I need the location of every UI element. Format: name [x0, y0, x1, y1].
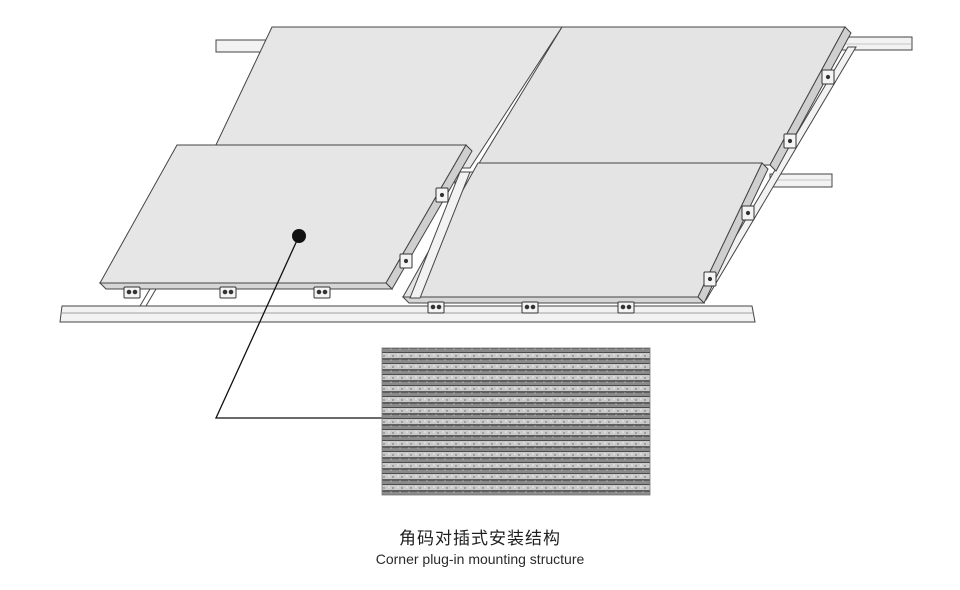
rail-center-gap	[409, 171, 471, 299]
bracket-icon	[703, 271, 717, 287]
bracket-icon	[783, 133, 797, 149]
bracket-icon	[399, 253, 413, 269]
caption-english: Corner plug-in mounting structure	[375, 551, 585, 567]
surface-texture-swatch	[381, 347, 651, 496]
bracket-icon	[741, 205, 755, 221]
rail-front-bottom	[59, 305, 756, 323]
bracket-icon	[427, 301, 445, 314]
panel-back-left	[204, 26, 563, 169]
bracket-icon	[435, 187, 449, 203]
bracket-icon	[617, 301, 635, 314]
panel-front-left-lifted	[98, 144, 473, 290]
callout-leader	[214, 229, 382, 419]
bracket-icon	[313, 286, 331, 299]
bracket-icon	[219, 286, 237, 299]
bracket-clips	[123, 69, 835, 314]
bracket-icon	[123, 286, 141, 299]
bracket-icon	[521, 301, 539, 314]
support-left-legs	[139, 288, 157, 307]
bracket-icon	[821, 69, 835, 85]
rail-top-left-stub	[215, 39, 269, 53]
caption-chinese: 角码对插式安装结构	[399, 529, 561, 549]
